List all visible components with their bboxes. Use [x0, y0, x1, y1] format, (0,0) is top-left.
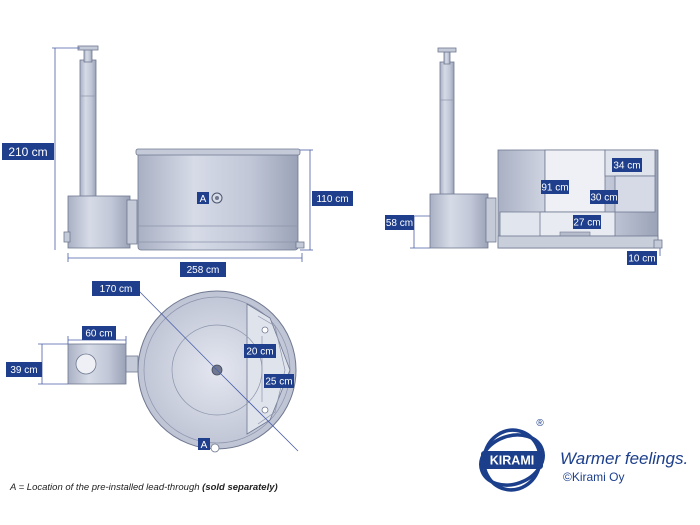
dim-inner-depth: 91 cm [541, 180, 569, 194]
footnote-text: A = Location of the pre-installed lead-t… [10, 482, 203, 493]
marker-a-top: A [198, 438, 210, 451]
svg-text:210 cm: 210 cm [8, 145, 47, 159]
svg-text:10 cm: 10 cm [628, 254, 655, 265]
dim-tub-height: 110 cm [312, 191, 353, 206]
heater-box [67, 195, 131, 249]
heater-box-section [429, 193, 489, 249]
marker-a-side: A [197, 192, 209, 205]
section-view: 58 cm 34 cm 91 cm 30 cm 27 cm 10 cm [385, 47, 663, 265]
dim-step-height: 30 cm [590, 190, 618, 204]
brand-name: KIRAMI [490, 454, 534, 468]
chimney-section [439, 61, 455, 197]
brand-copyright: ©Kirami Oy [563, 470, 625, 484]
heater-foot [63, 231, 71, 243]
dim-seat-height: 58 cm [385, 215, 414, 230]
kirami-logo: KIRAMI ® [479, 418, 545, 492]
svg-text:A: A [200, 194, 207, 205]
dim-seat-width: 20 cm [244, 344, 276, 358]
chimney [79, 59, 97, 201]
svg-text:27 cm: 27 cm [573, 218, 600, 229]
dim-heater-length: 60 cm [82, 326, 116, 340]
svg-text:30 cm: 30 cm [590, 193, 617, 204]
bench-seat-top [246, 303, 291, 435]
tub-foot [295, 241, 305, 249]
svg-text:170 cm: 170 cm [100, 284, 133, 295]
svg-text:110 cm: 110 cm [316, 194, 348, 205]
svg-text:39 cm: 39 cm [10, 365, 37, 376]
dim-seat-gap: 25 cm [264, 374, 294, 388]
svg-text:258 cm: 258 cm [187, 265, 220, 276]
lead-through-footnote: A = Location of the pre-installed lead-t… [10, 482, 278, 493]
side-view: 210 cm 110 cm 258 cm A [2, 45, 353, 277]
dim-total-height: 210 cm [2, 143, 54, 160]
svg-text:34 cm: 34 cm [613, 161, 640, 172]
dim-low-step: 27 cm [573, 215, 601, 229]
svg-text:25 cm: 25 cm [265, 377, 292, 388]
heater-connector [126, 199, 138, 245]
bench-step [614, 175, 656, 213]
svg-text:20 cm: 20 cm [246, 347, 273, 358]
dim-bench-depth: 34 cm [612, 158, 642, 172]
brand-tagline: Warmer feelings. [560, 449, 689, 468]
dim-diameter: 170 cm [92, 281, 140, 296]
brand-badge [481, 451, 543, 469]
registered-mark: ® [536, 418, 544, 429]
top-view: 170 cm 60 cm 39 cm 20 cm 25 cm A [6, 281, 299, 453]
dim-heater-width: 39 cm [6, 362, 42, 377]
svg-text:58 cm: 58 cm [386, 218, 413, 229]
chimney-cap [77, 45, 99, 51]
chimney-opening [75, 353, 97, 375]
tub-rim [135, 148, 301, 156]
footnote-bold: (sold separately) [202, 482, 278, 493]
svg-text:A: A [201, 440, 208, 451]
lead-through-top [210, 443, 220, 453]
dim-base-clearance: 10 cm [627, 251, 657, 265]
svg-text:91 cm: 91 cm [541, 183, 568, 194]
svg-text:60 cm: 60 cm [85, 329, 112, 340]
dim-total-length: 258 cm [180, 262, 226, 277]
